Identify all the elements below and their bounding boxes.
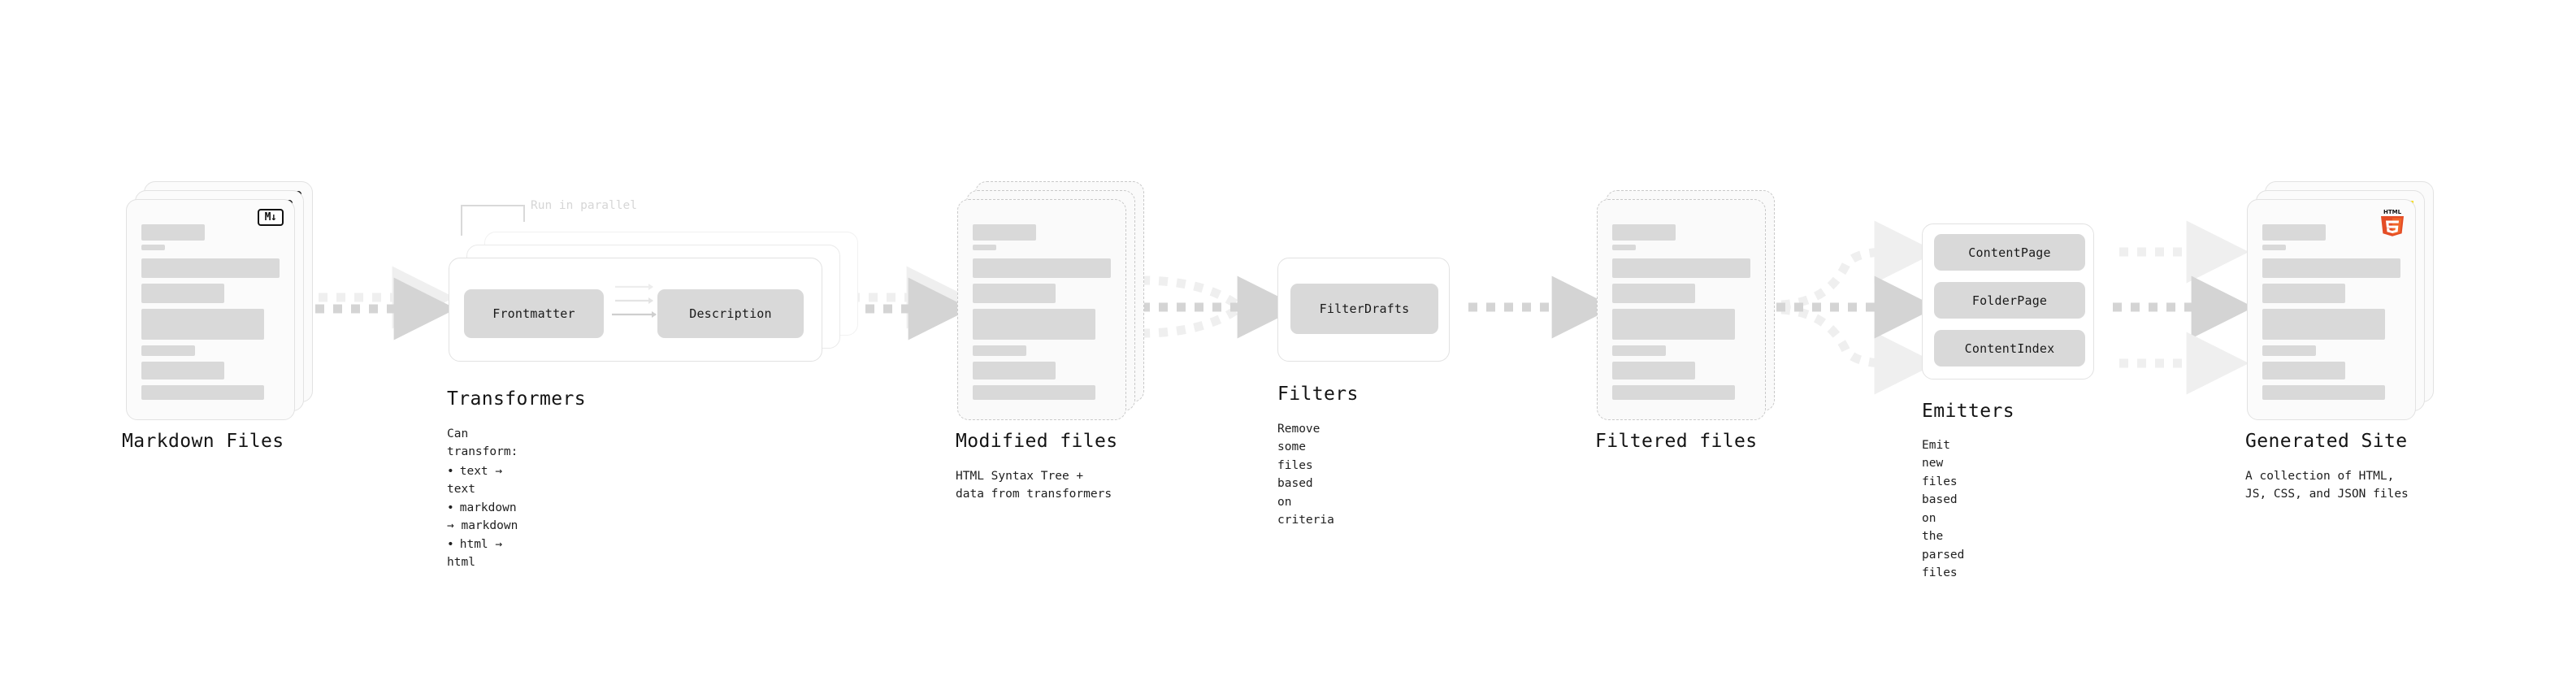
generated-doc-html[interactable]: HTML <box>2247 199 2416 420</box>
transformer-internal-arrows <box>612 284 657 318</box>
connector-markdown-to-transformers <box>315 266 457 340</box>
stage-modified-files: Modified files HTML Syntax Tree + data f… <box>956 181 1144 501</box>
stage-filtered-files: Filtered files <box>1595 190 1784 452</box>
stage-title-transformers: Transformers <box>447 388 586 410</box>
svg-text:HTML: HTML <box>2383 209 2402 215</box>
run-in-parallel-label: Run in parallel <box>531 199 637 212</box>
stage-title-markdown-files: Markdown Files <box>122 431 284 452</box>
doc-placeholder-lines <box>1612 224 1750 406</box>
connector-modified-to-filters <box>1140 275 1300 339</box>
filtered-file-stack <box>1597 190 1784 420</box>
html5-badge-glyph: HTML <box>2379 206 2406 239</box>
plugin-chip-filterdrafts[interactable]: FilterDrafts <box>1290 284 1438 334</box>
transformers-capability-list: Can transform: text → text markdown → ma… <box>447 425 518 572</box>
transform-item: html → html <box>447 536 518 572</box>
plugin-chip-contentpage[interactable]: ContentPage <box>1934 234 2085 271</box>
doc-placeholder-lines <box>141 224 280 406</box>
modified-file-stack <box>957 181 1144 420</box>
plugin-chip-contentindex[interactable]: ContentIndex <box>1934 330 2085 367</box>
stage-desc-generated-site: A collection of HTML, JS, CSS, and JSON … <box>2245 470 2409 501</box>
generated-site-stack: CSS HTML <box>2247 181 2442 420</box>
markdown-badge-glyph: M↓ <box>258 209 284 226</box>
emitters-group[interactable]: ContentPage FolderPage ContentIndex <box>1922 223 2094 380</box>
transformers-group-front[interactable]: Frontmatter Description <box>449 258 822 362</box>
plugin-chip-description[interactable]: Description <box>657 289 804 338</box>
markdown-file-stack: M↓ M↓ M↓ <box>126 181 313 420</box>
markdown-doc-front[interactable]: M↓ <box>126 199 295 420</box>
stage-desc-modified-files: HTML Syntax Tree + data from transformer… <box>956 470 1112 501</box>
transform-list: text → text markdown → markdown html → h… <box>447 462 518 572</box>
stage-title-emitters: Emitters <box>1922 401 2014 422</box>
plugin-chip-frontmatter[interactable]: Frontmatter <box>464 289 604 338</box>
doc-placeholder-lines <box>973 224 1111 406</box>
html5-badge: HTML <box>2379 206 2406 239</box>
connector-emitters-to-site <box>2113 220 2254 395</box>
modified-doc-front[interactable] <box>957 199 1126 420</box>
transform-item: text → text <box>447 462 518 499</box>
stage-title-filters: Filters <box>1277 384 1359 405</box>
stage-desc-emitters: Emit new files based on the parsed files <box>1922 439 1965 580</box>
filters-group[interactable]: FilterDrafts <box>1277 258 1450 362</box>
stage-title-modified-files: Modified files <box>956 431 1118 452</box>
markdown-badge: M↓ <box>258 209 284 226</box>
transform-list-header: Can transform: <box>447 427 518 459</box>
plugin-chip-folderpage[interactable]: FolderPage <box>1934 282 2085 319</box>
stage-title-filtered-files: Filtered files <box>1595 431 1758 452</box>
connector-filtered-to-emitters <box>1776 220 1937 395</box>
filtered-doc-front[interactable] <box>1597 199 1766 420</box>
stage-generated-site: CSS HTML <box>2245 181 2442 501</box>
stage-title-generated-site: Generated Site <box>2245 431 2408 452</box>
stage-markdown-files: M↓ M↓ M↓ <box>122 181 313 452</box>
stage-desc-filters: Remove some files based on criteria <box>1277 423 1334 527</box>
transform-item: markdown → markdown <box>447 499 518 536</box>
doc-placeholder-lines <box>2262 224 2400 406</box>
